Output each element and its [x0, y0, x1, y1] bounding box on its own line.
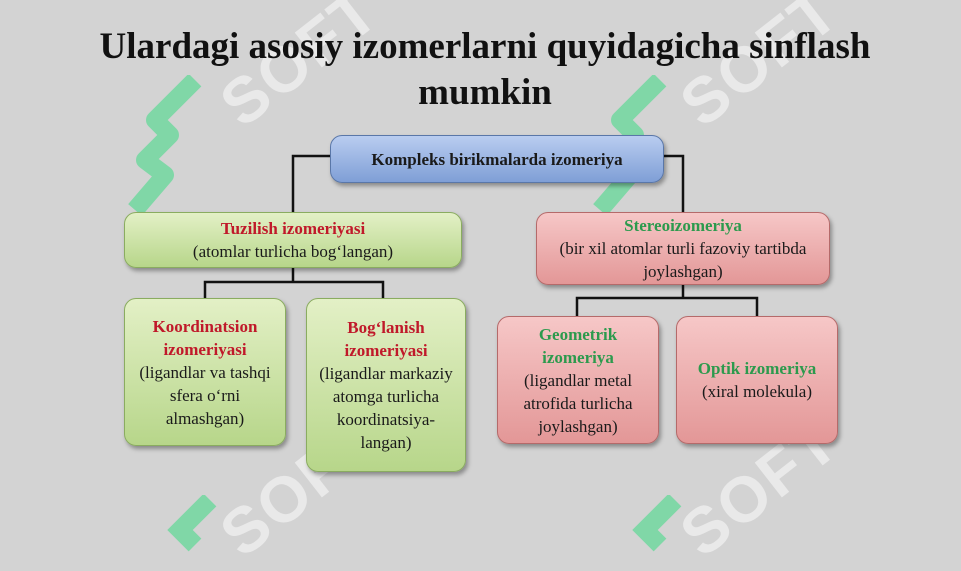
node-title: Tuzilish izomeriyasi	[220, 219, 366, 238]
stereoisomerism-node: Stereoizomeriya (bir xil atomlar turli f…	[536, 212, 830, 285]
node-description: (ligandlar markaziy atomga turlicha koor…	[319, 364, 453, 452]
node-title: Geometrik izomeriya	[538, 324, 618, 367]
watermark-logo	[128, 75, 202, 215]
geometric-isomerism-node: Geometrik izomeriya (ligandlar metal atr…	[497, 316, 659, 444]
root-node: Kompleks birikmalarda izomeriya	[330, 135, 664, 183]
linkage-isomerism-node: Bog‘lanish izomeriyasi (ligandlar markaz…	[306, 298, 466, 472]
node-description: (ligandlar metal atrofida turlicha joyla…	[523, 370, 633, 436]
coordination-isomerism-node: Koordinatsion izomeriyasi (ligandlar va …	[124, 298, 286, 446]
node-description: (xiral molekula)	[702, 382, 812, 401]
diagram-connectors	[203, 154, 759, 316]
node-title: Koordinatsion izomeriyasi	[152, 316, 258, 359]
node-description: (atomlar turlicha bog‘langan)	[192, 242, 394, 261]
node-title: Stereoizomeriya	[624, 216, 742, 235]
root-label: Kompleks birikmalarda izomeriya	[371, 149, 623, 169]
node-description: (bir xil atomlar turli fazoviy tartibda …	[559, 239, 807, 281]
optical-isomerism-node: Optik izomeriya (xiral molekula)	[676, 316, 838, 444]
node-title: Optik izomeriya	[697, 359, 817, 378]
node-description: (ligandlar va tashqi sfera o‘rni almashg…	[139, 362, 271, 428]
structural-isomerism-node: Tuzilish izomeriyasi (atomlar turlicha b…	[124, 212, 462, 268]
slide-title: Ulardagi asosiy izomerlarni quyidagicha …	[99, 26, 871, 113]
node-title: Bog‘lanish izomeriyasi	[344, 318, 428, 360]
